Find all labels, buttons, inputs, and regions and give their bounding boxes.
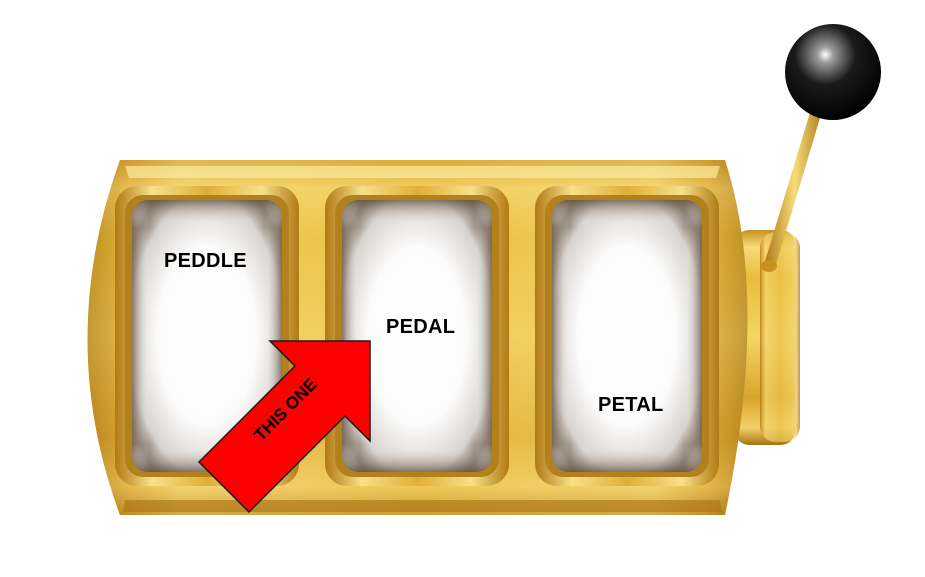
reel-1	[132, 200, 282, 472]
reel-3	[552, 200, 702, 472]
reel-2-label: PEDAL	[386, 316, 456, 338]
reel-1-label: PEDDLE	[164, 250, 247, 272]
lever-hub	[735, 230, 800, 445]
lever-icon[interactable]	[761, 96, 826, 272]
knob-icon[interactable]	[785, 24, 881, 120]
reel-2	[342, 200, 492, 472]
arrow-pointer	[197, 340, 371, 514]
reel-3-label: PETAL	[598, 394, 664, 416]
